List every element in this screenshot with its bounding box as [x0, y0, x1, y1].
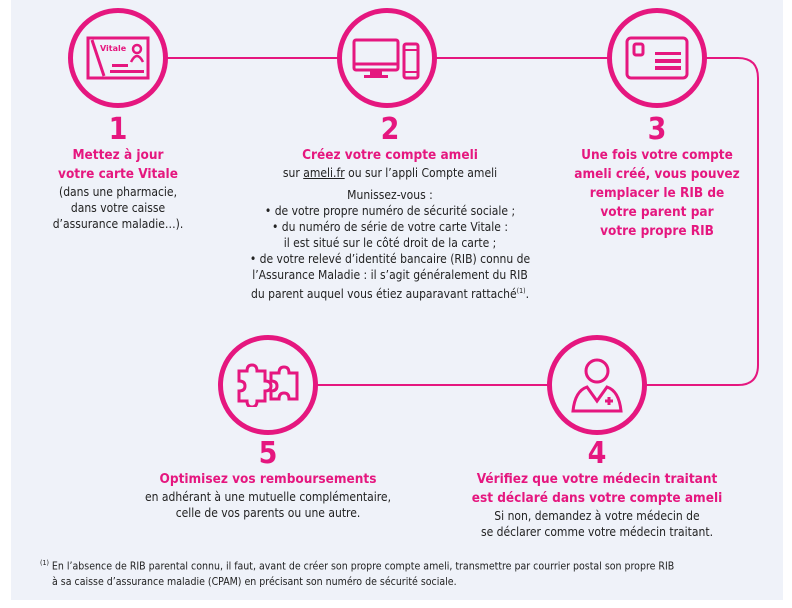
step-number: 4: [587, 436, 607, 471]
step-number: 3: [647, 112, 667, 147]
step-title: est déclaré dans votre compte ameli: [471, 490, 723, 506]
step-1-circle: Vitale: [68, 8, 168, 108]
bullet: • de votre propre numéro de sécurité soc…: [264, 204, 516, 218]
footnote-marker: (1): [40, 559, 49, 567]
step-3-circle: [607, 8, 707, 108]
step-3: 3 Une fois votre compte ameli créé, vous…: [557, 114, 757, 241]
step-title: votre parent par: [600, 204, 714, 220]
step-desc: dans votre caisse: [70, 201, 166, 215]
bullet: l’Assurance Maladie : il s’agit générale…: [252, 268, 528, 282]
bullet: • de votre relevé d’identité bancaire (R…: [249, 252, 531, 266]
step-number: 5: [258, 436, 278, 471]
step-desc: celle de vos parents ou une autre.: [175, 506, 361, 520]
doctor-icon: [571, 358, 623, 413]
footnote-line: à sa caisse d’assurance maladie (CPAM) e…: [52, 575, 457, 588]
step-desc: se déclarer comme votre médecin traitant…: [480, 525, 714, 539]
sub-prefix: sur: [282, 166, 304, 180]
step-title: Une fois votre compte: [581, 147, 733, 163]
step-title: remplacer le RIB de: [589, 185, 725, 201]
sub-suffix: ou sur l’appli Compte ameli: [344, 166, 498, 180]
step-title: ameli créé, vous pouvez: [574, 166, 740, 182]
step-4: 4 Vérifiez que votre médecin traitant es…: [447, 438, 747, 540]
bullet: • du numéro de série de votre carte Vita…: [271, 220, 509, 234]
step-title: Optimisez vos remboursements: [159, 471, 377, 487]
step-desc: d’assurance maladie…).: [52, 217, 184, 231]
vitale-card-icon: Vitale: [86, 36, 150, 80]
step-2: 2 Créez votre compte ameli sur ameli.fr …: [225, 114, 555, 302]
step-title: Vérifiez que votre médecin traitant: [476, 471, 718, 487]
bank-card-icon: [625, 36, 689, 80]
puzzle-icon: [237, 363, 299, 407]
step-intro: Munissez-vous :: [347, 188, 433, 202]
step-number: 1: [108, 112, 128, 147]
svg-text:Vitale: Vitale: [100, 44, 127, 53]
step-2-circle: [337, 8, 437, 108]
footnote-ref: (1): [516, 287, 526, 295]
footnote-line: En l’absence de RIB parental connu, il f…: [51, 560, 675, 573]
step-title: votre propre RIB: [600, 223, 714, 239]
step-title: Créez votre compte ameli: [302, 147, 478, 163]
step-title: Mettez à jour: [72, 147, 164, 163]
step-5: 5 Optimisez vos remboursements en adhéra…: [118, 438, 418, 521]
footnote: (1) En l’absence de RIB parental connu, …: [40, 556, 780, 590]
bullet: il est situé sur le côté droit de la car…: [283, 236, 497, 250]
computer-phone-icon: [352, 38, 420, 80]
step-desc: Si non, demandez à votre médecin de: [494, 509, 700, 523]
step-5-circle: [218, 335, 318, 435]
step-number: 2: [380, 112, 400, 147]
bullet-end: .: [525, 287, 530, 301]
bullet: du parent auquel vous étiez auparavant r…: [250, 287, 517, 301]
step-1: 1 Mettez à jour votre carte Vitale (dans…: [18, 114, 218, 232]
step-desc: (dans une pharmacie,: [58, 185, 178, 199]
step-4-circle: [547, 335, 647, 435]
step-desc: en adhérant à une mutuelle complémentair…: [144, 490, 392, 504]
ameli-link[interactable]: ameli.fr: [303, 166, 345, 180]
step-title: votre carte Vitale: [58, 166, 178, 182]
